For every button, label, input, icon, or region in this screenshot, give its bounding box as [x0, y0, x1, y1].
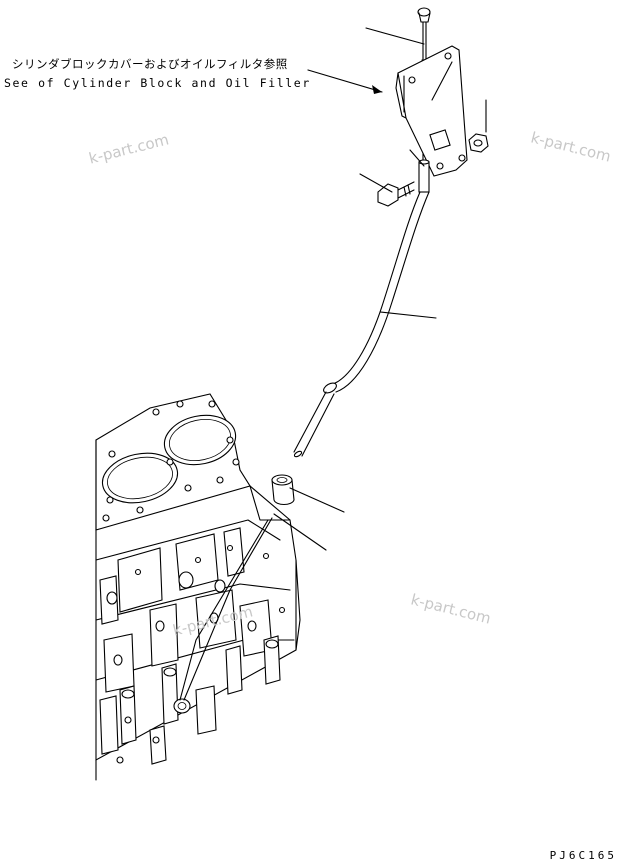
reference-note-japanese: シリンダブロックカバーおよびオイルフィルタ参照 — [12, 57, 288, 71]
flange-bolt — [377, 181, 415, 207]
leader-lines — [179, 27, 487, 701]
cylinder-block — [95, 393, 301, 781]
tube-sleeve — [271, 474, 295, 506]
bracket-plate — [395, 45, 468, 177]
guide-fitting — [418, 159, 430, 193]
drawing-code: PJ6C165 — [549, 849, 617, 862]
dipstick-guide-tube — [293, 191, 430, 458]
flange-nut — [468, 133, 489, 153]
reference-note-english: See of Cylinder Block and Oil Filler — [4, 76, 311, 90]
